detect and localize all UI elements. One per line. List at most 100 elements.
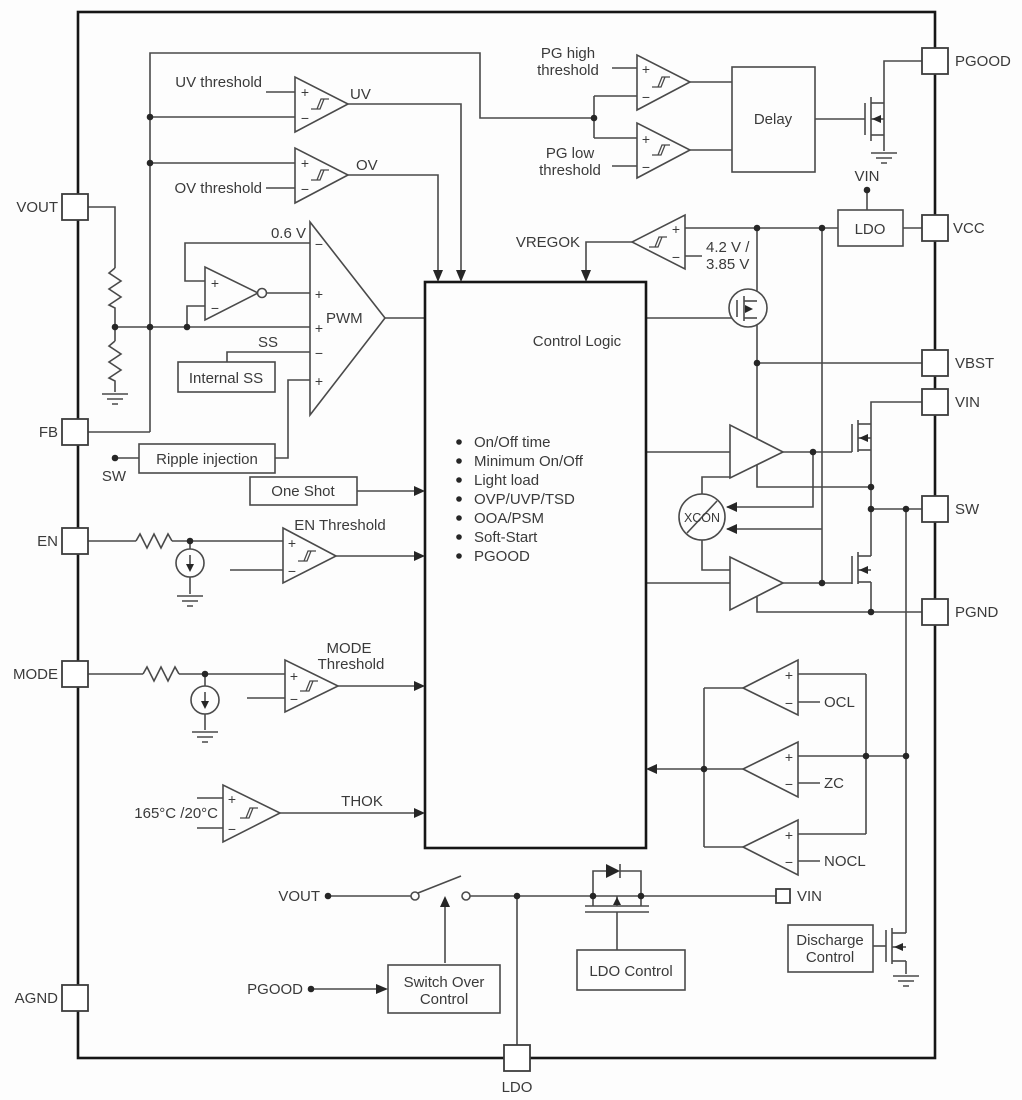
cl-item-2: Light load: [474, 472, 539, 489]
discharge-fet: [885, 928, 906, 964]
pin-label-pgnd: PGND: [955, 604, 999, 621]
error-amp-output-bubble: [256, 287, 268, 299]
vregok-label: VREGOK: [516, 234, 580, 251]
pin-label-sw: SW: [955, 501, 980, 518]
erramp-minus: −: [211, 300, 219, 316]
en-plus: +: [288, 535, 296, 551]
zc-label: ZC: [824, 775, 844, 792]
vregok-minus: −: [672, 249, 680, 265]
pin-label-vcc: VCC: [953, 220, 985, 237]
temp-threshold-label: 165°C /20°C: [134, 805, 218, 822]
ocl-minus: −: [785, 695, 793, 711]
ss-label: SS: [258, 334, 278, 351]
vref-label: 0.6 V: [271, 225, 306, 242]
switch-over-label-2: Control: [420, 991, 468, 1008]
high-side-driver: [729, 423, 785, 480]
pin-label-pgood: PGOOD: [955, 53, 1011, 70]
ocl-label: OCL: [824, 694, 855, 711]
thok-minus: −: [228, 821, 236, 837]
junction-dots: [111, 113, 910, 993]
discharge-label-2: Control: [806, 949, 854, 966]
delay-block: [731, 66, 816, 173]
zc-comparator: [741, 740, 799, 799]
sw-tap-label: SW: [102, 468, 127, 485]
vregok-comparator: [630, 213, 686, 271]
cl-item-5: Soft-Start: [474, 529, 538, 546]
pin-vcc: [921, 214, 949, 242]
uv-plus: +: [301, 84, 309, 100]
pin-label-fb: FB: [39, 424, 58, 441]
delay-label: Delay: [754, 111, 793, 128]
pgood-tap-label: PGOOD: [247, 981, 303, 998]
pg-low-plus: +: [642, 131, 650, 147]
pgood-fet: [864, 97, 884, 141]
ov-signal-label: OV: [356, 157, 378, 174]
ripple-injection-label: Ripple injection: [156, 451, 258, 468]
low-side-driver: [729, 555, 785, 612]
vin-feed-label: VIN: [854, 168, 879, 185]
wires: [88, 52, 922, 1045]
switch-over-label-1: Switch Over: [404, 974, 485, 991]
mode-threshold-label-2: Threshold: [318, 656, 385, 673]
pin-mode: [61, 660, 89, 688]
vout-tap-label: VOUT: [278, 888, 320, 905]
mode-threshold-label-1: MODE: [327, 640, 372, 657]
pin-label-ldo: LDO: [502, 1079, 533, 1096]
arrowheads: [376, 270, 737, 994]
vregok-plus: +: [672, 221, 680, 237]
switch-contact-left: [410, 891, 420, 901]
discharge-control-block: [787, 924, 874, 973]
pin-label-en: EN: [37, 533, 58, 550]
ldo-control-label: LDO Control: [589, 963, 672, 980]
pg-low-minus: −: [642, 159, 650, 175]
pwm-in5-plus: +: [315, 373, 323, 389]
pin-pgnd: [921, 598, 949, 626]
pg-low-threshold-label-2: threshold: [539, 162, 601, 179]
cl-item-1: Minimum On/Off: [474, 453, 584, 470]
pwm-in2-plus: +: [315, 286, 323, 302]
pin-label-vin: VIN: [955, 394, 980, 411]
thok-label: THOK: [341, 793, 383, 810]
ov-threshold-label: OV threshold: [174, 180, 262, 197]
ocl-plus: +: [785, 667, 793, 683]
erramp-plus: +: [211, 275, 219, 291]
vcc-threshold-label-1: 4.2 V /: [706, 239, 750, 256]
cl-item-4: OOA/PSM: [474, 510, 544, 527]
mode-current-source: [190, 685, 220, 715]
control-logic-bullets: On/Off time Minimum On/Off Light load OV…: [456, 434, 584, 565]
zc-plus: +: [785, 749, 793, 765]
comparators-and-drivers: [204, 53, 799, 877]
en-current-source: [175, 548, 205, 578]
internal-ss-label: Internal SS: [189, 370, 263, 387]
ov-minus: −: [301, 181, 309, 197]
ripple-injection-block: [138, 443, 276, 474]
vbst-switch-fet-internals: [736, 296, 757, 321]
polarity-signs: + − + − + − + − + − + − − + + − + + − + …: [211, 61, 793, 870]
pg-low-threshold-label-1: PG low: [546, 145, 595, 162]
labels: VOUT FB EN MODE AGND PGOOD VCC VBST VIN …: [13, 45, 1011, 1096]
high-side-fet: [851, 420, 871, 452]
pwm-in1-minus: −: [315, 236, 323, 252]
pin-agnd: [61, 984, 89, 1012]
en-minus: −: [288, 563, 296, 579]
pin-label-mode: MODE: [13, 666, 58, 683]
one-shot-block: [249, 476, 358, 506]
control-logic-block: [423, 280, 648, 850]
uv-signal-label: UV: [350, 86, 371, 103]
discharge-label-1: Discharge: [796, 932, 864, 949]
nocl-comparator: [741, 818, 799, 877]
zc-minus: −: [785, 776, 793, 792]
cl-item-3: OVP/UVP/TSD: [474, 491, 575, 508]
xcon-label: XCON: [684, 511, 720, 525]
pins: [61, 47, 949, 1072]
vin-internal-tap-square: [775, 888, 791, 904]
en-threshold-label: EN Threshold: [294, 517, 385, 534]
pin-label-vbst: VBST: [955, 355, 994, 372]
ldo-block-label: LDO: [855, 221, 886, 238]
pwm-label: PWM: [326, 310, 363, 327]
pg-high-minus: −: [642, 89, 650, 105]
pin-vin: [921, 388, 949, 416]
nocl-label: NOCL: [824, 853, 866, 870]
ldo-control-block: [576, 949, 686, 991]
